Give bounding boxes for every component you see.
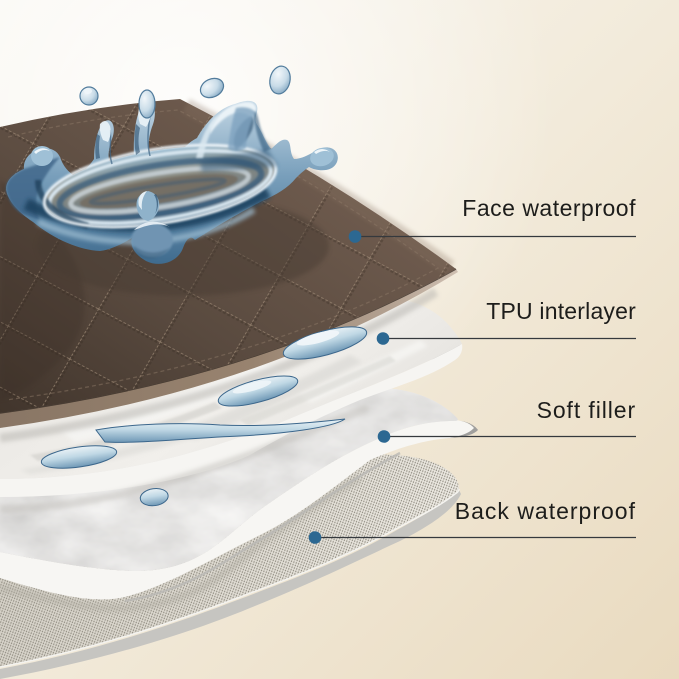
svg-text:Back waterproof: Back waterproof <box>455 498 636 524</box>
svg-text:Face waterproof: Face waterproof <box>462 195 636 221</box>
svg-text:TPU interlayer: TPU interlayer <box>486 298 636 324</box>
svg-text:Soft filler: Soft filler <box>537 397 636 423</box>
